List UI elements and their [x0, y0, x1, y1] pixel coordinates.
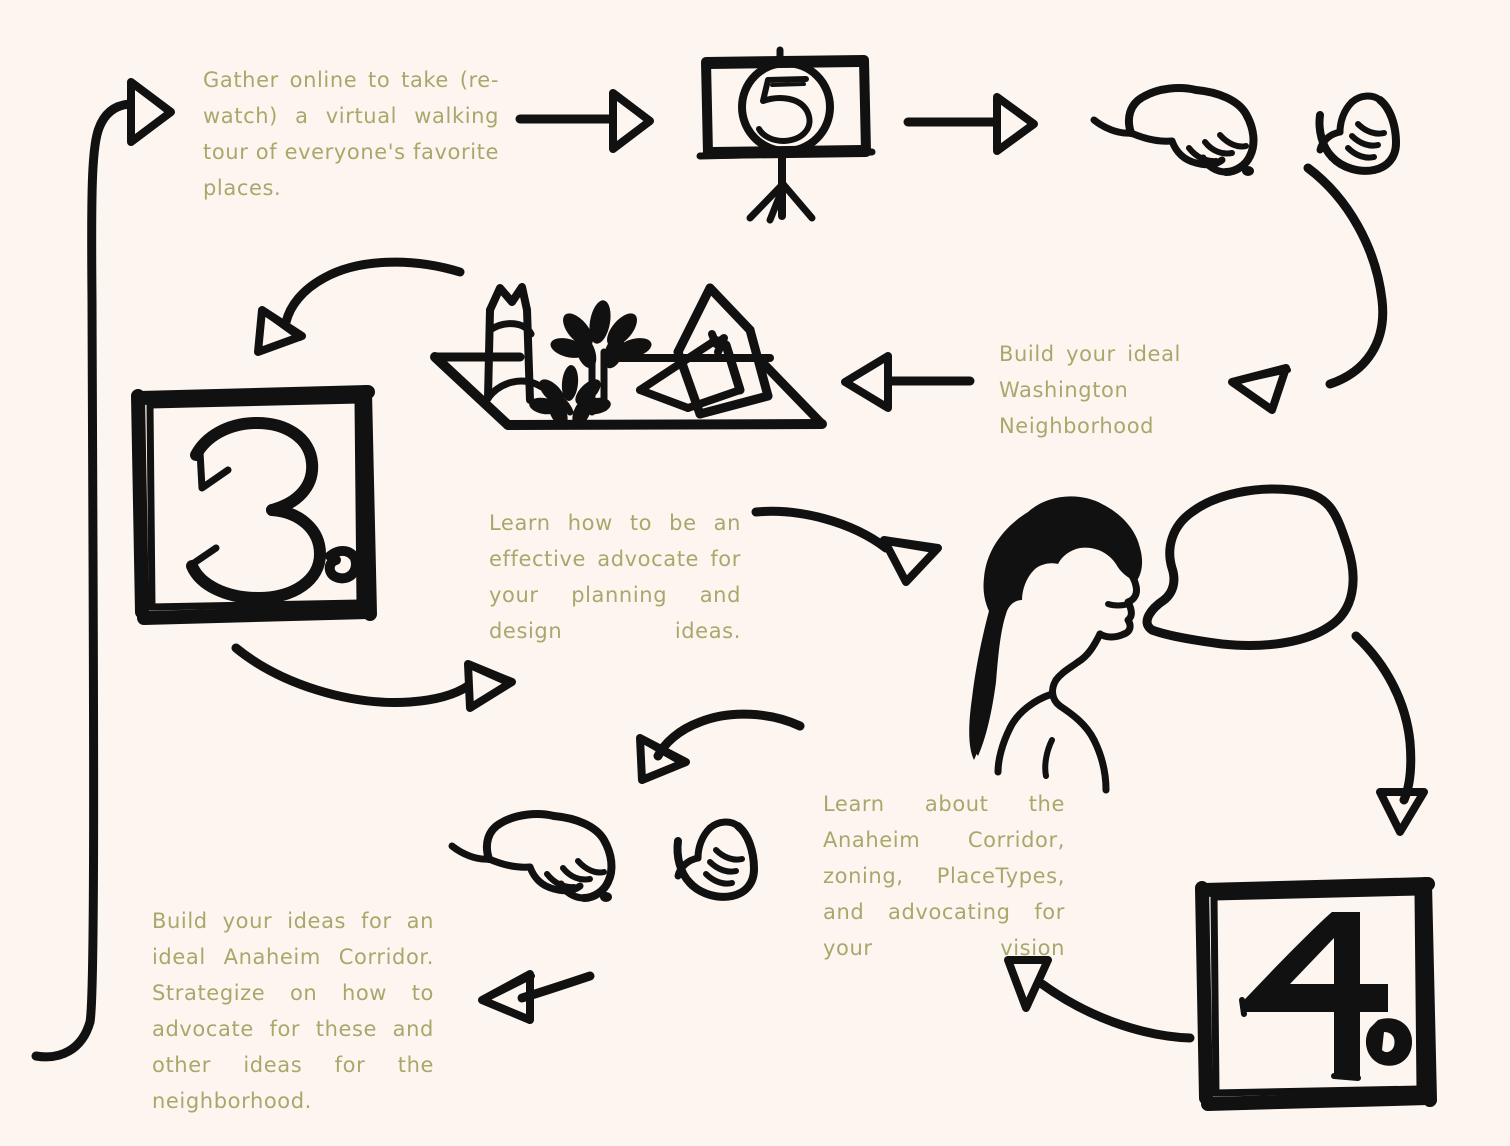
number-box-four-illustration: [1195, 877, 1437, 1111]
arrow-person-to-learn-anaheim: [1351, 631, 1428, 836]
number-box-three-illustration: [131, 385, 377, 625]
arrow-four-to-learn-anaheim: [1004, 956, 1195, 1043]
presentation-screen-illustration: [696, 46, 876, 224]
caption-gather: Gather online to take (re-watch) a virtu…: [203, 68, 499, 200]
arrow-hands-to-build-anaheim: [478, 970, 595, 1024]
caption-learn-anaheim: Learn about the Anaheim Corridor, zoning…: [823, 792, 1065, 960]
arrow-five-to-hands: [903, 93, 1038, 155]
model-diorama-illustration: [430, 283, 827, 430]
arrow-learn-advocate-to-person: [751, 506, 942, 586]
arrow-to-gather: [31, 78, 175, 1062]
caption-build-anaheim: Build your ideas for an ideal Anaheim Co…: [152, 909, 434, 1113]
arrow-gather-to-five: [515, 89, 654, 153]
speaking-person-illustration: [969, 484, 1358, 794]
arrow-model-to-three: [254, 257, 465, 356]
arrow-three-to-learn-advocate: [231, 643, 516, 712]
hands-illustration-bottom: [448, 810, 758, 902]
arrow-hands-to-build-washington: [1228, 163, 1388, 414]
hands-illustration-top: [1090, 84, 1400, 176]
caption-build-washington: Build your ideal Washington Neighborhood: [999, 342, 1181, 438]
caption-learn-advocate: Learn how to be an effective advocate fo…: [489, 511, 741, 643]
arrow-build-washington-to-model: [841, 352, 975, 412]
arrow-learn-anaheim-to-hands: [636, 709, 805, 784]
